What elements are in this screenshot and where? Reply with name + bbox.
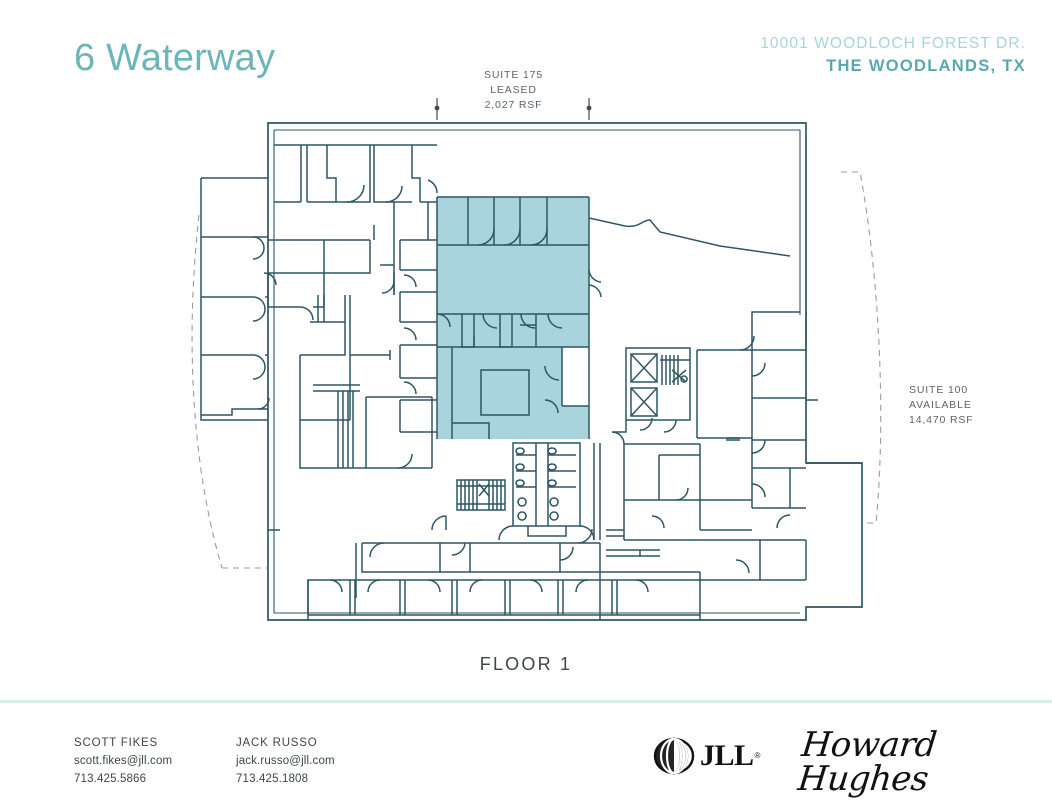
- east-lower-wing: [700, 514, 807, 581]
- callout-suite-100: SUITE 100 AVAILABLE 14,470 RSF: [909, 383, 974, 428]
- dimension-markers: [434, 98, 592, 120]
- contact-phone[interactable]: 713.425.5866: [74, 773, 147, 786]
- elevator-core: [611, 347, 691, 445]
- east-connectors: [805, 312, 862, 464]
- suite-175-status: LEASED: [490, 83, 537, 96]
- central-corridor: [393, 202, 437, 433]
- lower-middle-rooms: [268, 515, 701, 620]
- address-city-state: THE WOODLANDS, TX: [826, 56, 1026, 75]
- registered-mark-icon: ®: [754, 751, 761, 760]
- contact-phone[interactable]: 713.425.1808: [236, 773, 309, 786]
- address-street: 10001 WOODLOCH FOREST DR.: [760, 35, 1026, 52]
- jll-wordmark: JLL: [700, 739, 754, 772]
- exterior-wall-inner: [273, 129, 801, 614]
- address-block: 10001 WOODLOCH FOREST DR. THE WOODLANDS,…: [760, 34, 1026, 77]
- building-envelope-dashed: [191, 171, 882, 569]
- restroom-block: [498, 442, 601, 541]
- jll-rings-icon: [653, 737, 695, 775]
- contact-email[interactable]: scott.fikes@jll.com: [74, 755, 173, 768]
- floor-label: FLOOR 1: [479, 654, 573, 674]
- north-office-row: [274, 144, 438, 203]
- page-title: 6 Waterway: [74, 37, 276, 79]
- floor-plan-drawing: SUITE 175 LEASED 2,027 RSF SUITE 100 AVA…: [0, 60, 1052, 640]
- howard-hughes-wordmark: Howard Hughes: [796, 725, 939, 799]
- contact-name: SCOTT FIKES: [74, 737, 158, 749]
- west-wing: [200, 177, 270, 421]
- suite-175-partitions: [436, 196, 602, 439]
- jll-logo: JLL ®: [650, 736, 760, 776]
- suite-175-number: SUITE 175: [484, 69, 544, 81]
- suite-175-highlight: [437, 197, 589, 439]
- center-east-rooms: [606, 443, 752, 557]
- north-curved-wall: [588, 217, 791, 257]
- suite-100-number: SUITE 100: [909, 384, 969, 396]
- suite-175-area: 2,027 RSF: [484, 98, 543, 111]
- contact-email[interactable]: jack.russo@jll.com: [236, 755, 335, 768]
- south-office-row: [307, 579, 700, 620]
- suite-100-area: 14,470 RSF: [909, 413, 974, 426]
- footer-divider: [0, 700, 1052, 703]
- east-offices: [696, 311, 806, 509]
- howard-hughes-logo: Howard Hughes: [796, 725, 1052, 799]
- footer: SCOTT FIKES scott.fikes@jll.com 713.425.…: [0, 703, 1052, 812]
- stairway: [456, 479, 506, 511]
- callout-suite-175: SUITE 175 LEASED 2,027 RSF: [484, 68, 543, 113]
- contact-name: JACK RUSSO: [236, 737, 318, 749]
- exterior-wall-outline: [267, 122, 863, 621]
- central-west-rooms: [263, 225, 433, 469]
- floor-plan-svg: [191, 98, 882, 621]
- contact-jack-russo: JACK RUSSO jack.russo@jll.com 713.425.18…: [236, 734, 335, 788]
- suite-100-status: AVAILABLE: [909, 398, 972, 411]
- contact-scott-fikes: SCOTT FIKES scott.fikes@jll.com 713.425.…: [74, 734, 172, 788]
